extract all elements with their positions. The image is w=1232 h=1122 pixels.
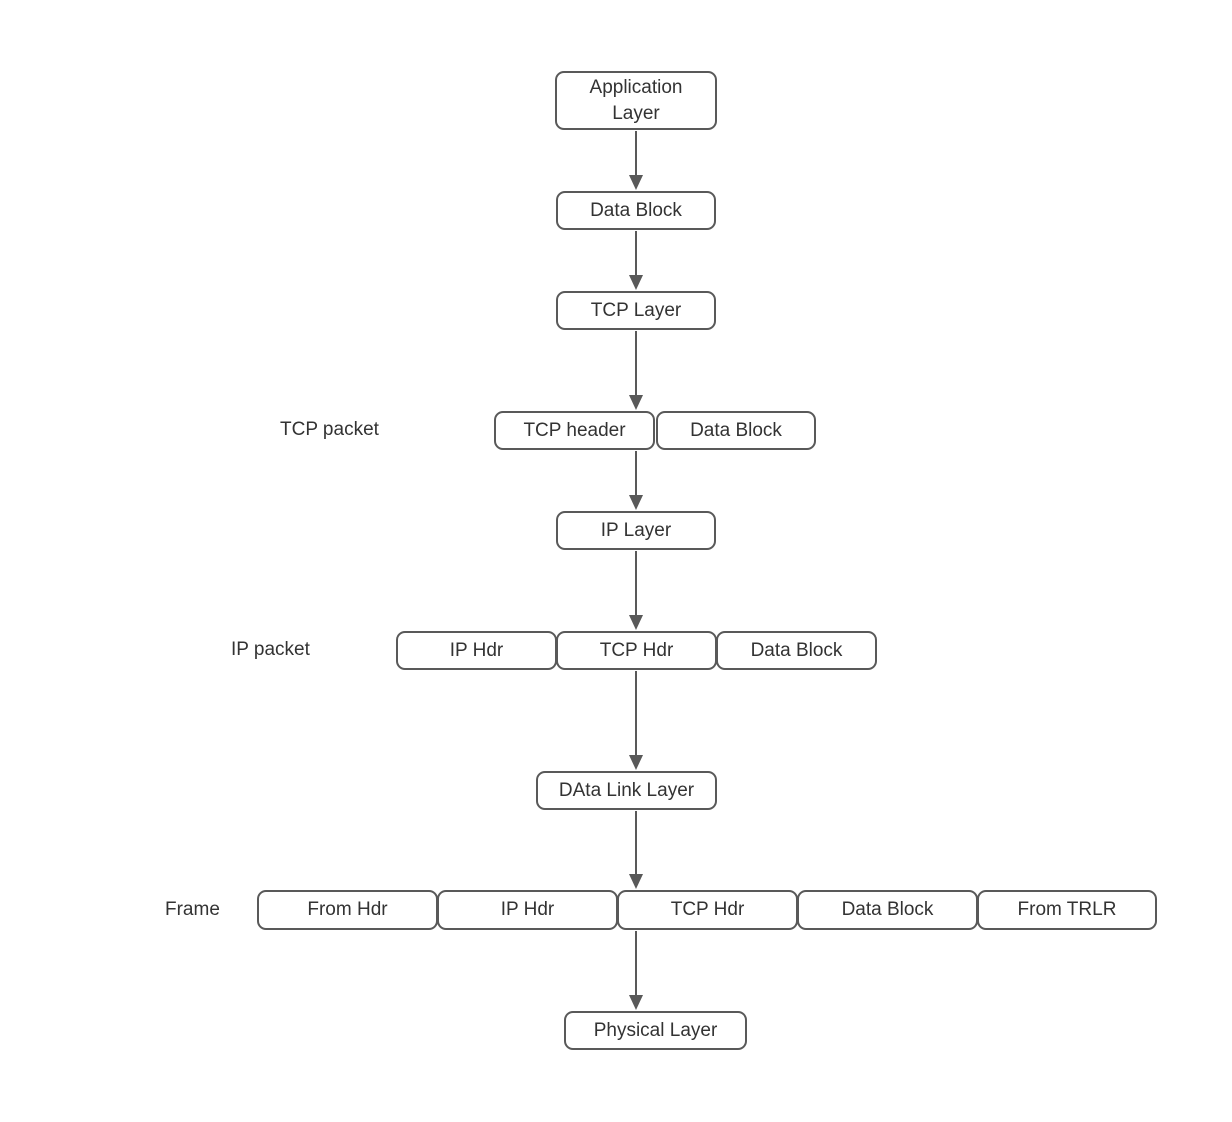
node-data-link-layer-label: DAta Link Layer [558,779,695,801]
node-data-block: Data Block [556,191,716,230]
cell-tcp-packet-data-block: Data Block [656,411,816,450]
cell-tcp-packet-data-block-label: Data Block [690,419,782,441]
cell-frame-ip-hdr: IP Hdr [437,890,618,930]
arrow-app-to-datablock-icon [629,131,643,190]
node-tcp-layer-label: TCP Layer [590,299,682,321]
label-frame: Frame [165,899,220,920]
cell-frame-from-trlr: From TRLR [977,890,1157,930]
cell-frame-ip-hdr-label: IP Hdr [500,899,555,920]
cell-frame-tcp-hdr-label: TCP Hdr [670,899,745,920]
cell-ip-packet-tcp-hdr-label: TCP Hdr [599,639,674,661]
arrow-iplayer-to-ippacket-icon [629,551,643,630]
node-physical-layer-label: Physical Layer [593,1019,718,1041]
arrow-tcppacket-to-iplayer-icon [629,451,643,510]
node-data-link-layer: DAta Link Layer [536,771,717,810]
cell-frame-from-hdr: From Hdr [257,890,438,930]
cell-ip-packet-data-block: Data Block [716,631,877,670]
node-tcp-layer: TCP Layer [556,291,716,330]
cell-frame-data-block-label: Data Block [841,899,934,920]
cell-frame-data-block: Data Block [797,890,978,930]
cell-frame-from-hdr-label: From Hdr [307,899,388,920]
node-data-block-label: Data Block [590,199,682,221]
arrow-datalink-to-frame-icon [629,811,643,889]
cell-tcp-header-label: TCP header [523,419,626,441]
cell-ip-packet-data-block-label: Data Block [750,639,843,661]
node-ip-layer-label: IP Layer [600,519,672,541]
cell-ip-packet-ip-hdr: IP Hdr [396,631,557,670]
cell-frame-from-trlr-label: From TRLR [1017,899,1117,920]
arrow-frame-to-physical-icon [629,931,643,1010]
label-ip-packet: IP packet [231,639,310,660]
node-application-layer: Application Layer [555,71,717,130]
node-physical-layer: Physical Layer [564,1011,747,1050]
cell-ip-packet-tcp-hdr: TCP Hdr [556,631,717,670]
cell-frame-tcp-hdr: TCP Hdr [617,890,798,930]
node-ip-layer: IP Layer [556,511,716,550]
label-tcp-packet: TCP packet [280,419,379,440]
arrow-datablock-to-tcplayer-icon [629,231,643,290]
cell-ip-packet-ip-hdr-label: IP Hdr [449,639,504,661]
arrow-tcplayer-to-tcppacket-icon [629,331,643,410]
arrow-ippacket-to-datalink-icon [629,671,643,770]
cell-tcp-header: TCP header [494,411,655,450]
node-application-layer-label: Application Layer [589,76,683,124]
